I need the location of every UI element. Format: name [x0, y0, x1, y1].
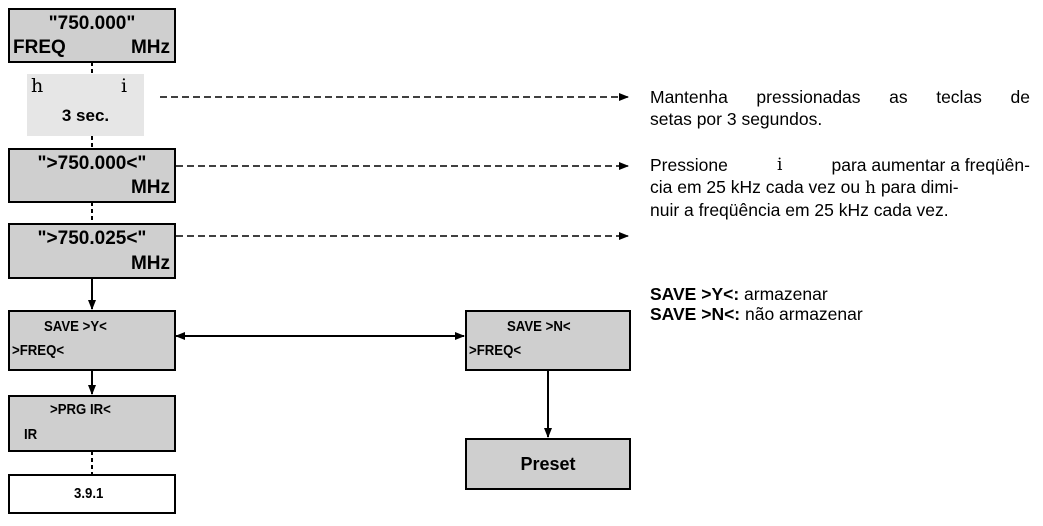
save-yes-title: SAVE >Y<: [44, 318, 107, 335]
prg-ir-box: >PRG IR< IR: [8, 395, 176, 452]
save-yes-freq: >FREQ<: [12, 342, 65, 359]
legend-value: não armazenar: [745, 304, 863, 324]
desc-line-1: Pressione i para aumentar a freqüên-: [650, 154, 1030, 176]
prg-ir-sub: IR: [24, 426, 38, 443]
desc-line-2: cia em 25 kHz cada vez ou h para dimi-: [650, 176, 1030, 199]
hold-duration: 3 sec.: [61, 106, 110, 125]
desc-text: para dimi-: [880, 177, 959, 197]
freq-value: "750.000": [48, 13, 136, 34]
desc-line: setas por 3 segundos.: [650, 109, 823, 129]
preset-box: Preset: [465, 438, 631, 490]
reference-box: 3.9.1: [8, 474, 176, 514]
save-no-legend: SAVE >N<: não armazenar: [650, 304, 1030, 324]
description-save: SAVE >Y<: armazenar SAVE >N<: não armaze…: [650, 284, 1030, 324]
reference-label: 3.9.1: [74, 485, 104, 502]
desc-text: Pressione: [650, 155, 728, 175]
prg-ir-title: >PRG IR<: [50, 401, 111, 418]
preset-label: Preset: [520, 454, 576, 474]
key-combo-panel: h i 3 sec.: [27, 74, 144, 136]
edit-unit: MHz: [130, 177, 170, 198]
save-yes-box: SAVE >Y< >FREQ<: [8, 310, 176, 371]
edit-unit: MHz: [130, 253, 170, 274]
arrow-up-key-icon: i: [121, 75, 128, 97]
save-no-freq: >FREQ<: [469, 342, 522, 359]
freq-edit-box-1: ">750.000<" MHz: [8, 148, 176, 203]
freq-unit: MHz: [130, 37, 170, 58]
legend-key: SAVE >N<:: [650, 304, 741, 324]
edit-value: ">750.000<": [37, 153, 147, 174]
freq-display-box: "750.000" FREQ MHz: [8, 8, 176, 63]
desc-text: cia em 25 kHz cada vez ou: [650, 177, 861, 197]
desc-line: Mantenha pressionadas as teclas de: [650, 87, 1030, 107]
description-hold-keys: Mantenha pressionadas as teclas de setas…: [650, 86, 1030, 130]
save-no-title: SAVE >N<: [507, 318, 571, 335]
arrow-down-key-icon: h: [864, 178, 876, 198]
arrow-down-key-icon: h: [31, 75, 44, 97]
freq-edit-box-2: ">750.025<" MHz: [8, 223, 176, 279]
desc-line-3: nuir a freqüência em 25 kHz cada vez.: [650, 200, 949, 220]
legend-value: armazenar: [744, 284, 828, 304]
edit-value: ">750.025<": [37, 228, 147, 249]
description-adjust: Pressione i para aumentar a freqüên- cia…: [650, 154, 1030, 221]
save-no-box: SAVE >N< >FREQ<: [465, 310, 631, 371]
freq-label: FREQ: [13, 37, 66, 58]
desc-text: para aumentar a freqüên-: [831, 155, 1030, 175]
save-yes-legend: SAVE >Y<: armazenar: [650, 284, 1030, 304]
legend-key: SAVE >Y<:: [650, 284, 740, 304]
arrow-up-key-icon: i: [776, 155, 783, 175]
